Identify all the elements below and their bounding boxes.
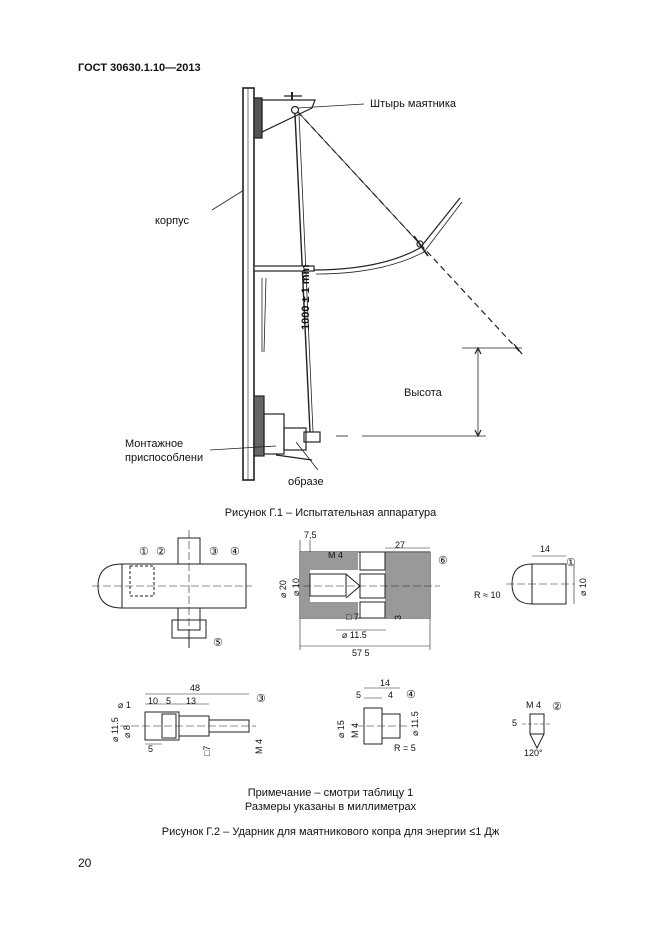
dim-dia15: ⌀ 15 bbox=[336, 720, 346, 738]
label-body: корпус bbox=[155, 215, 190, 227]
dim-m4: M 4 bbox=[328, 550, 344, 560]
figure-2-caption: Рисунок Г.2 – Ударник для маятникового к… bbox=[161, 826, 500, 838]
dim-10: 10 bbox=[148, 696, 159, 706]
label-sample: образе bbox=[288, 476, 324, 488]
dim-dia11-5: ⌀ 11.5 bbox=[342, 630, 367, 640]
dim-5-bottom: 5 bbox=[148, 744, 154, 754]
callout-3: ③ bbox=[209, 546, 219, 558]
label-height: Высота bbox=[404, 387, 442, 399]
figure-1-caption: Рисунок Г.1 – Испытательная аппаратура bbox=[224, 507, 437, 519]
dim-angle: 120° bbox=[524, 748, 543, 758]
dim-5-right: 5 bbox=[512, 718, 518, 728]
dim-5: 5 bbox=[166, 696, 172, 706]
dim-sq7-left: □7 bbox=[202, 745, 212, 756]
dim-dia11-5-left: ⌀ 11.5 bbox=[110, 717, 120, 742]
dim-r5: R = 5 bbox=[394, 743, 416, 753]
figure-2-units: Размеры указаны в миллиметрах bbox=[244, 801, 417, 813]
label-mount: Монтажное приспособлени bbox=[125, 438, 204, 464]
callout-1-right: ① bbox=[566, 557, 576, 569]
dim-r10: R ≈ 10 bbox=[474, 590, 501, 600]
callout-4-bottom: ④ bbox=[406, 689, 416, 701]
dim-14-center: 14 bbox=[380, 678, 391, 688]
callout-5: ⑤ bbox=[213, 637, 223, 649]
dim-m4-right: M 4 bbox=[526, 700, 542, 710]
dim-m4-left: M 4 bbox=[254, 738, 264, 754]
dim-14: 14 bbox=[540, 544, 551, 554]
dim-27: 27 bbox=[395, 540, 406, 550]
figure-2-note: Примечание – смотри таблицу 1 bbox=[247, 787, 414, 799]
dim-sq7: □ 7 bbox=[346, 612, 359, 622]
document-header: ГОСТ 30630.1.10—2013 bbox=[78, 62, 201, 74]
callout-1: ① bbox=[139, 546, 149, 558]
dim-dia8: ⌀ 8 bbox=[122, 725, 132, 738]
dim-48: 48 bbox=[190, 683, 201, 693]
dim-7-5: 7,5 bbox=[304, 530, 317, 540]
dim-57-5: 57 5 bbox=[352, 648, 370, 658]
dim-dia1: ⌀ 1 bbox=[118, 700, 131, 710]
dim-13: 13 bbox=[186, 696, 197, 706]
callout-6: ⑥ bbox=[438, 555, 448, 567]
dim-4-center: 4 bbox=[388, 690, 394, 700]
dim-dia20: ⌀ 20 bbox=[278, 580, 288, 598]
dim-dia11-5-center: ⌀ 11.5 bbox=[410, 711, 420, 736]
page-number: 20 bbox=[78, 856, 92, 870]
callout-4: ④ bbox=[230, 546, 240, 558]
dim-m4-center: M 4 bbox=[350, 722, 360, 738]
dim-5-center: 5 bbox=[356, 690, 362, 700]
dim-dia10-right: ⌀ 10 bbox=[578, 578, 588, 596]
dim-3: 3 bbox=[393, 614, 403, 620]
label-pin: Штырь маятника bbox=[370, 98, 456, 110]
callout-2: ② bbox=[156, 546, 166, 558]
callout-3-bottom: ③ bbox=[256, 693, 266, 705]
callout-2-right: ② bbox=[552, 701, 562, 713]
dim-dia10: ⌀ 10 bbox=[291, 578, 301, 596]
